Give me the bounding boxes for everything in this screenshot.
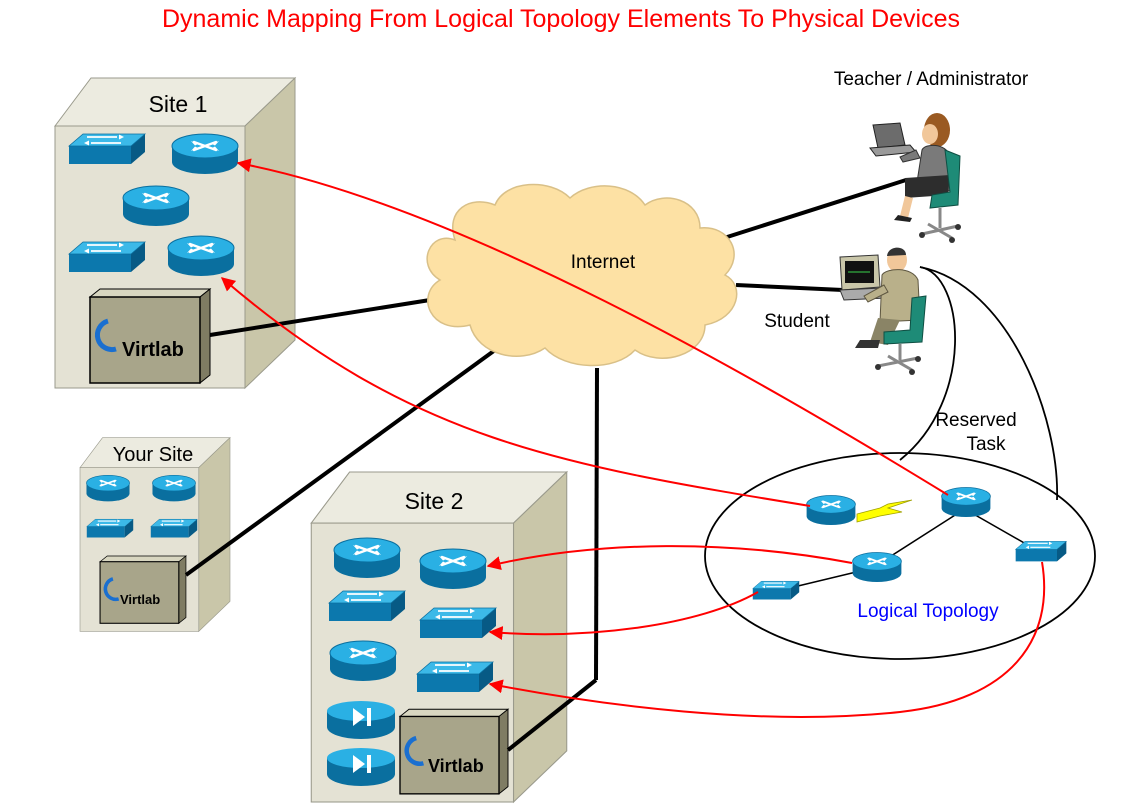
switch-icon (419, 607, 497, 639)
link-student-internet (735, 283, 844, 292)
switch-icon (416, 661, 494, 693)
switch-icon (86, 518, 134, 539)
switch-icon (752, 580, 800, 601)
switch-icon (328, 590, 406, 622)
link-site2-internet (594, 367, 599, 681)
switch-icon (1015, 540, 1067, 562)
student-label: Student (764, 311, 830, 332)
virtlab-box-icon: Virtlab (90, 289, 210, 383)
router-icon (328, 639, 398, 683)
mapping-arrow-to-site1-router-top (236, 158, 949, 496)
router-icon (121, 184, 191, 228)
mapping-arrow-to-site2-router (486, 545, 853, 570)
svg-text:Virtlab: Virtlab (122, 339, 184, 361)
reserved-label-line-1: Reserved (935, 410, 1016, 431)
switch-icon (68, 241, 146, 273)
virtlab-box-icon: Virtlab (400, 709, 508, 794)
link-site2-internet-tail (506, 678, 598, 752)
router-icon (805, 494, 857, 527)
link-teacher-internet (723, 178, 907, 240)
link-site1-internet (209, 298, 431, 337)
router-icon (151, 474, 197, 503)
reservation-curves (899, 266, 1058, 501)
reservation-curve-outer (919, 266, 1058, 501)
router-icon (418, 547, 488, 591)
site-2-rack: Site 2 Virtlab (310, 471, 568, 803)
firewall-icon (327, 748, 395, 786)
router-icon (851, 551, 903, 584)
switch-icon (150, 518, 198, 539)
reservation-curve-inner (899, 266, 956, 461)
router-icon (166, 234, 236, 278)
switch-icon (68, 133, 146, 165)
router-icon (170, 132, 240, 176)
student-icon (839, 247, 927, 375)
router-icon (940, 486, 992, 519)
internet-label: Internet (571, 252, 636, 273)
teacher-label: Teacher / Administrator (834, 69, 1029, 90)
svg-text:Virtlab: Virtlab (428, 756, 484, 776)
reserved-label-line-2: Task (966, 434, 1006, 455)
mapping-arrow-to-site1-router-bottom (220, 277, 811, 507)
link-yoursite-internet (184, 343, 504, 577)
wan-link-icon (856, 499, 913, 523)
logical-topology-boundary (704, 452, 1096, 660)
network-links (184, 178, 907, 752)
mapping-arrow-to-site2-switch-bottom (488, 561, 1046, 718)
site-1-rack: Site 1 Virtlab (54, 77, 296, 389)
svg-text:Virtlab: Virtlab (120, 592, 160, 607)
site-1-label: Site 1 (149, 91, 208, 117)
logical-topology-label: Logical Topology (857, 601, 999, 622)
router-icon (332, 536, 402, 580)
virtlab-box-icon: Virtlab (98, 554, 188, 626)
firewall-icon (327, 701, 395, 739)
router-icon (85, 474, 131, 503)
mapping-arrows (220, 158, 1046, 718)
diagram-title: Dynamic Mapping From Logical Topology El… (162, 5, 960, 33)
teacher-icon (869, 113, 961, 243)
cloud-icon: Internet (426, 183, 738, 367)
logical-topology: Logical Topology (704, 452, 1096, 660)
mapping-arrow-to-site2-switch-middle (488, 591, 759, 640)
your-site-label: Your Site (113, 444, 193, 466)
site-2-label: Site 2 (405, 488, 464, 514)
your-site-rack: Your Site Virtlab (79, 437, 231, 632)
